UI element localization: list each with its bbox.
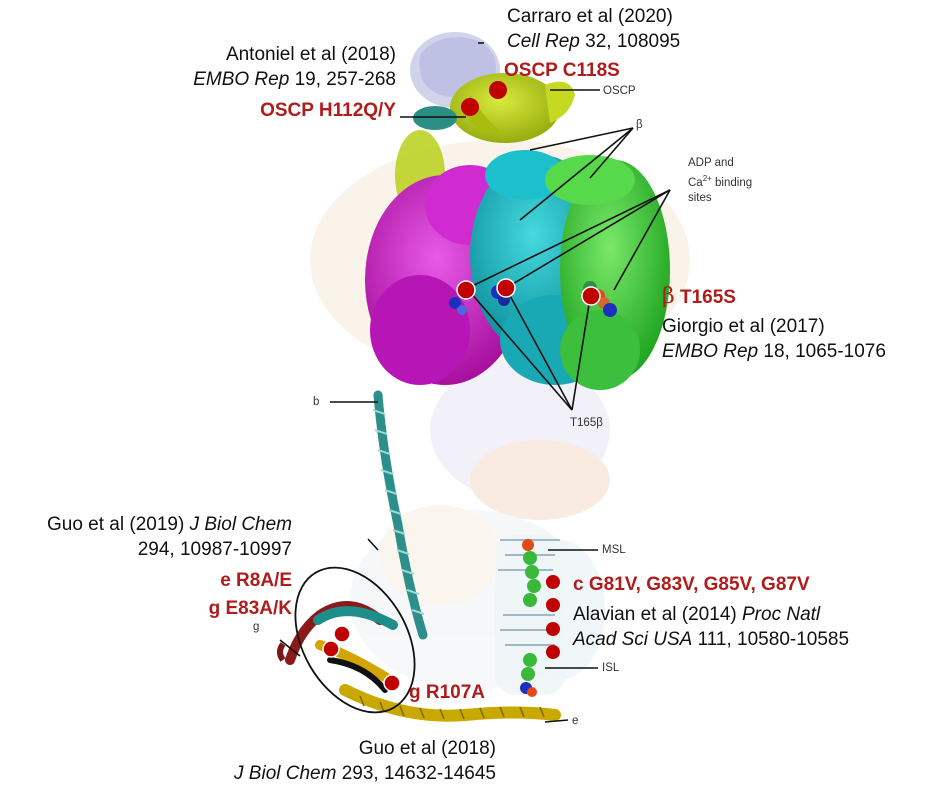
c-ring-dot-4 [546, 645, 560, 659]
msl-label: MSL [602, 544, 626, 556]
guo2019-authors: Guo et al (2019) [46, 514, 190, 535]
antoniel-line2: EMBO Rep 19, 257-268 [150, 67, 396, 92]
giorgio-volume: 18, 1065-1076 [758, 341, 886, 362]
beta-t165-dot-right [581, 286, 601, 306]
alavian-authors: Alavian et al (2014) [573, 604, 742, 625]
antoniel-line1: Antoniel et al (2018) [225, 44, 396, 65]
g-r107-dot [383, 674, 401, 692]
adp-label-sites: sites [688, 191, 712, 204]
alavian-journal-part2: Acad Sci USA [573, 629, 693, 650]
guo2019-line2: 294, 10987-10997 [137, 539, 292, 560]
c-ring-dot-1 [546, 575, 560, 589]
annotation-lines [279, 42, 671, 723]
mutation-markers [322, 81, 601, 692]
mutation-c-glycines: c G81V, G83V, G85V, G87V [573, 574, 810, 595]
oscp-structure-label: OSCP [603, 85, 636, 97]
carraro-line1: Carraro et al (2020) [507, 6, 673, 27]
adp-label-ca: Ca [688, 176, 703, 189]
adp-sphere-cluster-left [449, 297, 467, 315]
guo2018-line1: Guo et al (2018) [358, 738, 496, 759]
beta-t165-dot-mid [496, 278, 516, 298]
green-subunit [545, 155, 670, 390]
giorgio-line2: EMBO Rep 18, 1065-1076 [662, 339, 886, 364]
e-subunit-label: e [572, 715, 579, 727]
oscp-h112-dot [461, 98, 479, 116]
isl-label: ISL [602, 662, 620, 674]
mutation-g-r107a: g R107A [409, 682, 486, 703]
carraro-line2: Cell Rep 32, 108095 [507, 29, 680, 54]
highlight-ellipse [294, 566, 416, 714]
citation-alavian-2014: Alavian et al (2014) Proc Natl Acad Sci … [573, 602, 849, 652]
b-stalk-label: b [313, 396, 320, 408]
carraro-journal: Cell Rep [507, 31, 580, 52]
alavian-volume: 111, 10580-10585 [692, 629, 850, 650]
beta-structure-label: β [636, 119, 643, 131]
oscp-c118s-dot [489, 81, 507, 99]
e-r8-dot [333, 625, 351, 643]
guo2019-journal: J Biol Chem [189, 514, 292, 535]
alavian-line1: Alavian et al (2014) Proc Natl [573, 602, 849, 627]
alavian-line2: Acad Sci USA 111, 10580-10585 [573, 627, 849, 652]
mutation-g-e83ak: g E83A/K [208, 598, 292, 619]
adp-label-line1: ADP and [688, 157, 734, 169]
antoniel-journal: EMBO Rep [193, 69, 290, 90]
adp-binding-sites-label: ADP and Ca2+ binding sites [688, 156, 752, 206]
stalk-b-helix-stripes [372, 409, 425, 615]
e-helix-gold [339, 684, 561, 722]
g-label-helix [277, 642, 286, 662]
carraro-volume: 32, 108095 [579, 31, 681, 52]
giorgio-journal: EMBO Rep [662, 341, 759, 362]
guo2019-line1: Guo et al (2019) J Biol Chem [0, 512, 292, 537]
beta-symbol: β [662, 284, 675, 309]
mutation-beta-t165s: β T165S [662, 284, 736, 310]
c-ring-region [495, 535, 565, 697]
mutation-oscp-h112qy: OSCP H112Q/Y [260, 100, 396, 121]
citation-giorgio-2017: Giorgio et al (2017) EMBO Rep 18, 1065-1… [662, 314, 886, 364]
e-helix-stripes [359, 695, 545, 720]
mutation-oscp-c118s: OSCP C118S [504, 60, 620, 81]
citation-carraro-2020: Carraro et al (2020) Cell Rep 32, 108095 [507, 4, 680, 54]
g-subunit-label: g [253, 621, 260, 633]
antoniel-volume: 19, 257-268 [289, 69, 396, 90]
c-ring-dot-3 [546, 622, 560, 636]
citation-antoniel-2018: Antoniel et al (2018) EMBO Rep 19, 257-2… [150, 42, 396, 92]
beta-t165-dot-left [456, 280, 476, 300]
alavian-journal-part1: Proc Natl [742, 604, 821, 625]
g-e83-dot [322, 640, 340, 658]
citation-guo-2019: Guo et al (2019) J Biol Chem 294, 10987-… [0, 512, 292, 562]
adp-label-sup: 2+ [702, 174, 712, 183]
t165-beta-label: T165β [570, 417, 603, 429]
mutation-e-r8ae: e R8A/E [220, 570, 292, 591]
c-ring-dot-2 [546, 598, 560, 612]
guo2018-volume: 293, 14632-14645 [336, 763, 496, 784]
guo2018-journal: J Biol Chem [234, 763, 337, 784]
stalk-b-helix [373, 390, 428, 640]
adp-label-binding: binding [711, 176, 753, 189]
citation-guo-2018: Guo et al (2018) J Biol Chem 293, 14632-… [170, 736, 496, 786]
giorgio-line1: Giorgio et al (2017) [662, 316, 825, 337]
guo2018-line2: J Biol Chem 293, 14632-14645 [170, 761, 496, 786]
beta-t165s-text: T165S [680, 287, 736, 308]
